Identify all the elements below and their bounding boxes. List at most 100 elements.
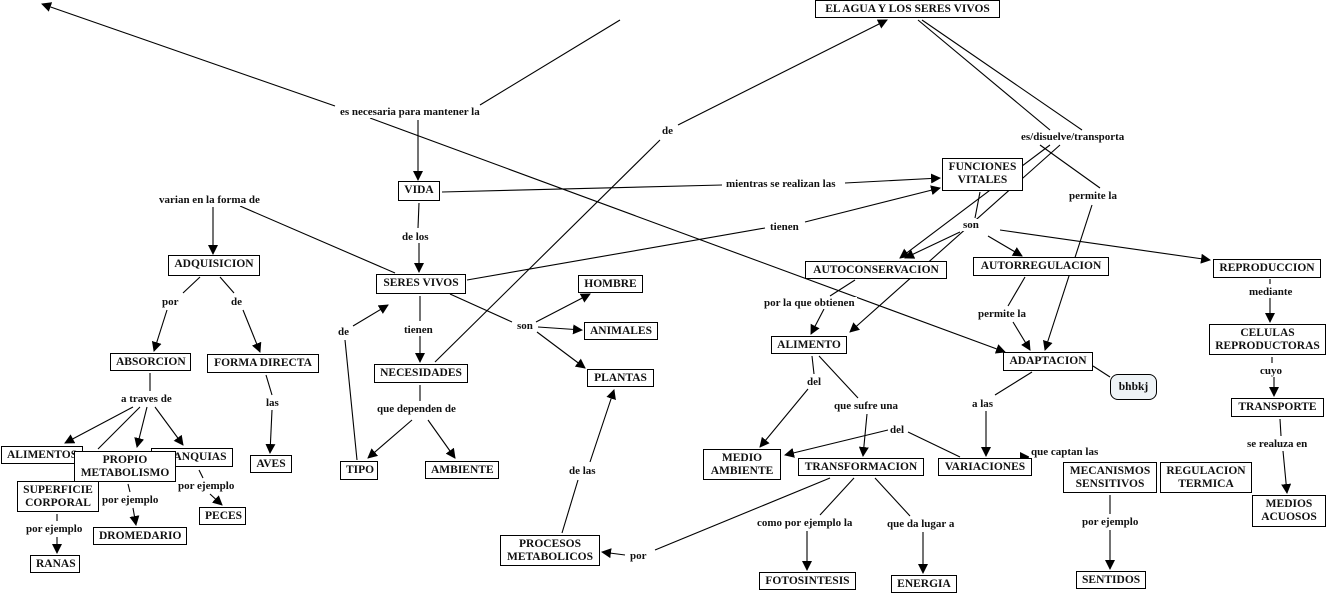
concept-regulacion-termica[interactable]: REGULACION TERMICA — [1160, 462, 1252, 493]
connector-line — [182, 276, 201, 294]
link-que-da-lugar-a: que da lugar a — [885, 518, 957, 530]
concept-autoconservacion[interactable]: AUTOCONSERVACION — [805, 261, 947, 279]
concept-absorcion[interactable]: ABSORCION — [110, 353, 191, 371]
concept-aves[interactable]: AVES — [250, 455, 292, 473]
connector-arrow — [242, 309, 262, 353]
connector-line — [819, 477, 855, 516]
concept-sentidos[interactable]: SENTIDOS — [1076, 571, 1146, 589]
link-por-ejemplo-3: por ejemplo — [24, 523, 85, 535]
concept-procesos-metabolicos[interactable]: PROCESOS METABOLICOS — [500, 535, 600, 566]
connector-arrow — [1043, 204, 1093, 351]
connector-arrow — [367, 419, 413, 459]
concept-variaciones[interactable]: VARIACIONES — [938, 458, 1032, 476]
concept-celulas-reproductoras[interactable]: CELULAS REPRODUCTORAS — [1209, 324, 1326, 355]
concept-dromedario[interactable]: DROMEDARIO — [93, 527, 187, 545]
concept-adquisicion[interactable]: ADQUISICION — [168, 255, 260, 276]
concept-alimento[interactable]: ALIMENTO — [771, 336, 847, 354]
link-por-ejemplo-1: por ejemplo — [176, 480, 237, 492]
concept-hombre[interactable]: HOMBRE — [578, 275, 643, 293]
connector-line — [1092, 365, 1111, 378]
connector-arrow — [1281, 450, 1292, 494]
connector-line — [127, 483, 131, 493]
concept-adaptacion[interactable]: ADAPTACION — [1003, 352, 1093, 371]
link-las: las — [264, 397, 281, 409]
connector-arrow — [601, 548, 626, 559]
connector-arrow — [899, 144, 1051, 259]
link-a-las: a las — [970, 398, 996, 410]
connector-arrow — [129, 507, 140, 526]
connector-arrow — [535, 293, 591, 323]
link-mientras: mientras se realizan las — [724, 178, 838, 190]
connector-line — [829, 279, 856, 297]
link-por-1: por — [160, 296, 181, 308]
concept-energia[interactable]: ENERGIA — [891, 575, 957, 593]
concept-alimentos[interactable]: ALIMENTOS — [1, 446, 83, 464]
link-de-tipo: de — [336, 326, 351, 338]
concept-agua-seres-vivos[interactable]: EL AGUA Y LOS SERES VIVOS — [815, 0, 1000, 18]
link-permite-2: permite la — [976, 308, 1028, 320]
note-bhbkj[interactable]: bhbkj — [1110, 374, 1157, 400]
concept-superficie-corporal[interactable]: SUPERFICIE CORPORAL — [17, 481, 99, 512]
concept-medio-ambiente[interactable]: MEDIO AMBIENTE — [703, 449, 781, 480]
concept-necesidades[interactable]: NECESIDADES — [374, 364, 468, 383]
connector-arrow — [677, 19, 888, 126]
connector-arrow — [759, 388, 809, 448]
link-por-ejemplo-4: por ejemplo — [1080, 516, 1141, 528]
connector-line — [198, 469, 204, 479]
concept-transformacion[interactable]: TRANSFORMACION — [798, 458, 924, 476]
concept-autorregulacion[interactable]: AUTORREGULACION — [973, 257, 1109, 276]
connector-line — [434, 139, 661, 363]
connector-line — [466, 227, 766, 281]
concept-seres-vivos[interactable]: SERES VIVOS — [376, 274, 466, 294]
connector-arrow — [64, 406, 134, 444]
connector-line — [921, 19, 1083, 131]
concept-mecanismos-sensitivos[interactable]: MECANISMOS SENSITIVOS — [1063, 462, 1157, 493]
concept-animales[interactable]: ANIMALES — [584, 322, 658, 340]
connector-arrow — [41, 2, 336, 107]
concept-forma-directa[interactable]: FORMA DIRECTA — [207, 354, 319, 373]
link-varian: varian en la forma de — [157, 194, 262, 206]
concept-vida[interactable]: VIDA — [398, 181, 440, 201]
connector-line — [441, 184, 723, 193]
concept-reproduccion[interactable]: REPRODUCCION — [1213, 259, 1321, 278]
connector-line — [449, 293, 513, 323]
link-que-captan-las: que captan las — [1029, 446, 1101, 458]
concept-plantas[interactable]: PLANTAS — [587, 369, 654, 387]
link-es-disuelve-transporta: es/disuelve/transporta — [1019, 131, 1127, 143]
connector-arrow — [804, 185, 941, 223]
concept-funciones-vitales[interactable]: FUNCIONES VITALES — [942, 158, 1023, 191]
link-tienen-2: tienen — [402, 324, 435, 336]
connector-line — [654, 477, 831, 551]
link-del-2: del — [888, 424, 907, 436]
concept-ambiente[interactable]: AMBIENTE — [425, 461, 499, 479]
concept-peces[interactable]: PECES — [199, 507, 246, 525]
concept-ranas[interactable]: RANAS — [30, 555, 80, 573]
connector-arrow — [265, 409, 276, 454]
connector-line — [344, 339, 358, 461]
link-a-traves-de: a traves de — [119, 393, 174, 405]
concept-propio-metabolismo[interactable]: PROPIO METABOLISMO — [74, 451, 176, 482]
connector-line — [994, 371, 1033, 396]
concept-medios-acuosos[interactable]: MEDIOS ACUOSOS — [1252, 495, 1326, 527]
connector-arrow — [151, 309, 168, 352]
concept-fotosintesis[interactable]: FOTOSINTESIS — [759, 572, 856, 590]
connector-arrow — [844, 173, 941, 184]
concept-tipo[interactable]: TIPO — [340, 461, 378, 480]
connector-line — [1007, 276, 1026, 307]
connector-line — [97, 406, 141, 450]
connector-line — [479, 19, 621, 106]
connector-line — [1039, 144, 1101, 189]
connector-arrow — [784, 429, 889, 458]
link-por-ejemplo-2: por ejemplo — [100, 494, 161, 506]
link-tienen-1: tienen — [768, 221, 801, 233]
link-como-por-ejemplo-la: como por ejemplo la — [755, 517, 855, 529]
connector-line — [811, 355, 815, 375]
link-de-las: de las — [567, 465, 598, 477]
connector-arrow — [369, 117, 1006, 354]
concept-transporte[interactable]: TRANSPORTE — [1231, 398, 1324, 417]
link-por-2: por — [628, 550, 649, 562]
connector-arrow — [858, 413, 869, 457]
connector-arrow — [1012, 321, 1031, 351]
link-del-1: del — [805, 376, 824, 388]
connector-line — [239, 205, 396, 274]
